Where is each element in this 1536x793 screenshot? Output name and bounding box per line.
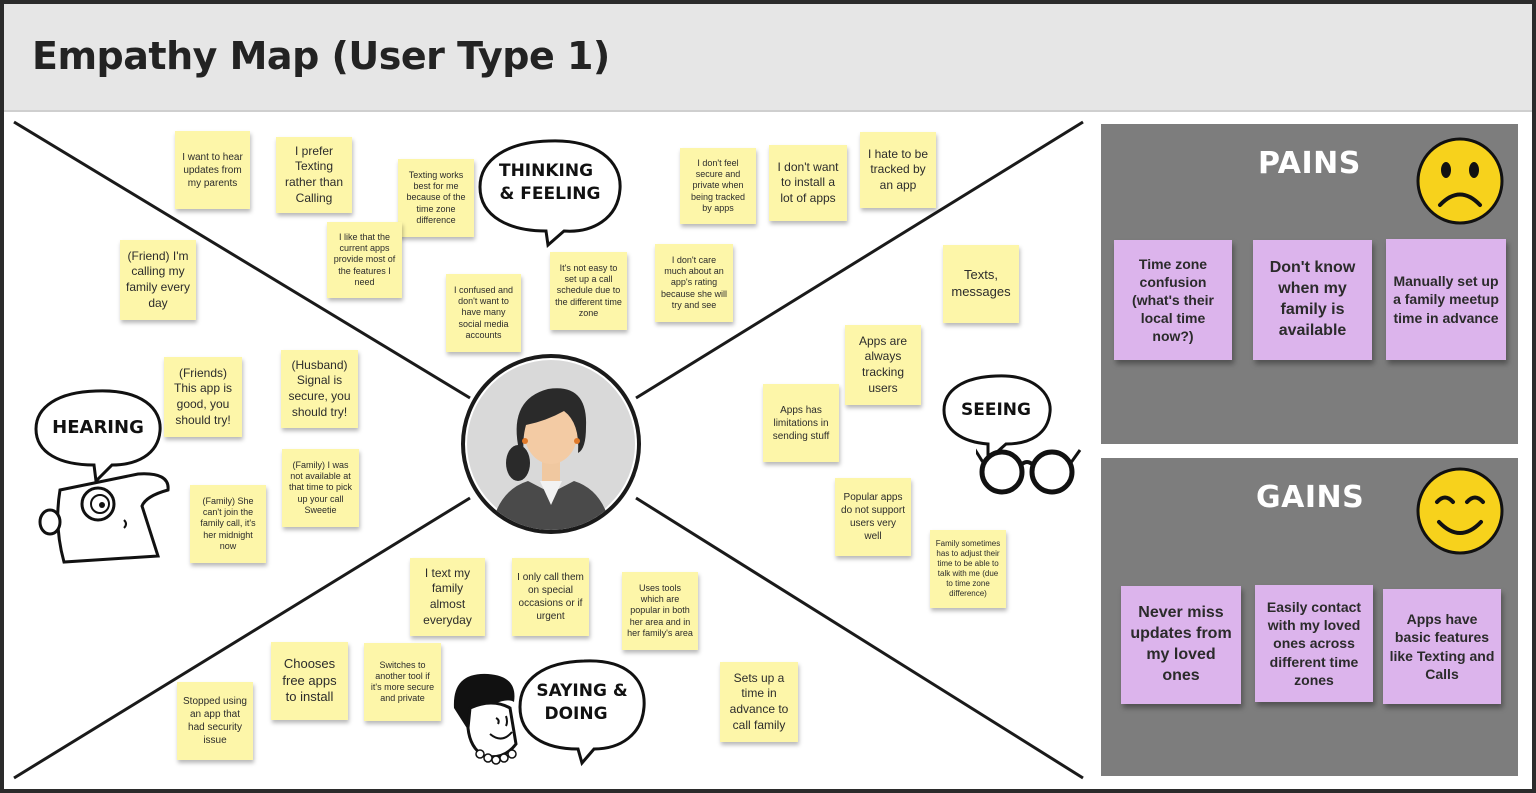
saying-note-7: Sets up a time in advance to call family bbox=[720, 662, 798, 742]
saying-note-3: Uses tools which are popular in both her… bbox=[622, 572, 698, 650]
saying-note-2: I only call them on special occasions or… bbox=[512, 558, 589, 636]
thinking-note-6: It's not easy to set up a call schedule … bbox=[550, 252, 627, 330]
user-avatar-icon bbox=[461, 354, 641, 534]
thinking-note-10: I hate to be tracked by an app bbox=[860, 132, 936, 208]
hearing-bubble: HEARING bbox=[34, 389, 162, 485]
saying-doing-bubble: SAYING & DOING bbox=[518, 659, 646, 767]
hearing-note-1: (Friend) I'm calling my family every day bbox=[120, 240, 196, 320]
feeling-label: & FEELING bbox=[500, 184, 601, 204]
hearing-label: HEARING bbox=[52, 417, 144, 438]
thinking-note-8: I don't feel secure and private when bei… bbox=[680, 148, 756, 224]
thinking-note-1: I want to hear updates from my parents bbox=[175, 131, 250, 209]
saying-note-1: I text my family almost everyday bbox=[410, 558, 485, 636]
saying-label: SAYING & bbox=[536, 681, 628, 701]
thinking-note-5: I confused and don't want to have many s… bbox=[446, 274, 521, 352]
gain-item-2: Easily contact with my loved ones across… bbox=[1255, 585, 1373, 702]
hearing-note-5: (Family) She can't join the family call,… bbox=[190, 485, 266, 563]
seeing-note-4: Popular apps do not support users very w… bbox=[835, 478, 911, 556]
hearing-note-3: (Husband) Signal is secure, you should t… bbox=[281, 350, 358, 428]
seeing-note-2: Apps are always tracking users bbox=[845, 325, 921, 405]
thinking-note-4: I like that the current apps provide mos… bbox=[327, 222, 402, 298]
speaking-person-icon bbox=[453, 673, 518, 765]
thinking-label: THINKING bbox=[499, 161, 593, 181]
hearing-note-2: (Friends) This app is good, you should t… bbox=[164, 357, 242, 437]
seeing-bubble: SEEING bbox=[942, 374, 1052, 464]
glasses-icon bbox=[976, 448, 1082, 495]
gain-item-1: Never miss updates from my loved ones bbox=[1121, 586, 1241, 704]
seeing-note-3: Apps has limitations in sending stuff bbox=[763, 384, 839, 462]
page-title: Empathy Map (User Type 1) bbox=[32, 34, 610, 78]
seeing-note-5: Family sometimes has to adjust their tim… bbox=[930, 530, 1006, 608]
saying-note-6: Stopped using an app that had security i… bbox=[177, 682, 253, 760]
pain-item-1: Time zone confusion (what's their local … bbox=[1114, 240, 1232, 360]
thinking-note-9: I don't want to install a lot of apps bbox=[769, 145, 847, 221]
seeing-note-1: Texts, messages bbox=[943, 245, 1019, 323]
hearing-person-icon bbox=[38, 472, 170, 564]
pain-item-3: Manually set up a family meetup time in … bbox=[1386, 239, 1506, 360]
pains-panel: PAINS Time zone confusion (what's their … bbox=[1101, 124, 1518, 444]
header-bar: Empathy Map (User Type 1) bbox=[4, 4, 1532, 112]
gains-panel: GAINS Never miss updates from my loved o… bbox=[1101, 458, 1518, 776]
saying-note-5: Switches to another tool if it's more se… bbox=[364, 643, 441, 721]
doing-label: DOING bbox=[544, 704, 607, 724]
pain-item-2: Don't know when my family is available bbox=[1253, 240, 1372, 360]
thinking-feeling-bubble: THINKING & FEELING bbox=[478, 139, 622, 248]
gain-item-3: Apps have basic features like Texting an… bbox=[1383, 589, 1501, 704]
thinking-note-2: I prefer Texting rather than Calling bbox=[276, 137, 352, 213]
happy-face-icon bbox=[1416, 467, 1504, 555]
hearing-note-4: (Family) I was not available at that tim… bbox=[282, 449, 359, 527]
gains-title: GAINS bbox=[1256, 480, 1365, 515]
thinking-note-7: I don't care much about an app's rating … bbox=[655, 244, 733, 322]
pains-title: PAINS bbox=[1258, 146, 1361, 181]
seeing-label: SEEING bbox=[961, 400, 1031, 420]
sad-face-icon bbox=[1416, 137, 1504, 225]
thinking-note-3: Texting works best for me because of the… bbox=[398, 159, 474, 237]
saying-note-4: Chooses free apps to install bbox=[271, 642, 348, 720]
